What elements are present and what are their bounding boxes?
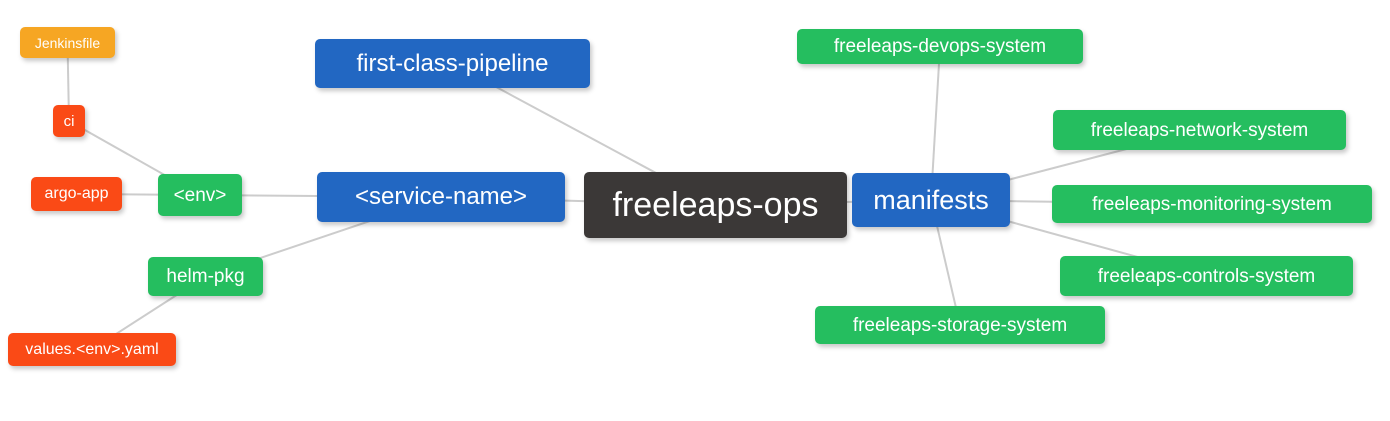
node-freeleaps-monitoring-system[interactable]: freeleaps-monitoring-system (1052, 185, 1372, 223)
node-service-name[interactable]: <service-name> (317, 172, 565, 222)
node-helm-pkg[interactable]: helm-pkg (148, 257, 263, 296)
node-values-env-yaml[interactable]: values.<env>.yaml (8, 333, 176, 366)
node-first-class-pipeline[interactable]: first-class-pipeline (315, 39, 590, 88)
node-manifests[interactable]: manifests (852, 173, 1010, 227)
node-freeleaps-devops-system[interactable]: freeleaps-devops-system (797, 29, 1083, 64)
node-ci[interactable]: ci (53, 105, 85, 137)
node-jenkinsfile[interactable]: Jenkinsfile (20, 27, 115, 58)
node-argo-app[interactable]: argo-app (31, 177, 122, 211)
node-freeleaps-network-system[interactable]: freeleaps-network-system (1053, 110, 1346, 150)
node-freeleaps-storage-system[interactable]: freeleaps-storage-system (815, 306, 1105, 344)
node-freeleaps-controls-system[interactable]: freeleaps-controls-system (1060, 256, 1353, 296)
node-freeleaps-ops[interactable]: freeleaps-ops (584, 172, 847, 238)
node-env[interactable]: <env> (158, 174, 242, 216)
